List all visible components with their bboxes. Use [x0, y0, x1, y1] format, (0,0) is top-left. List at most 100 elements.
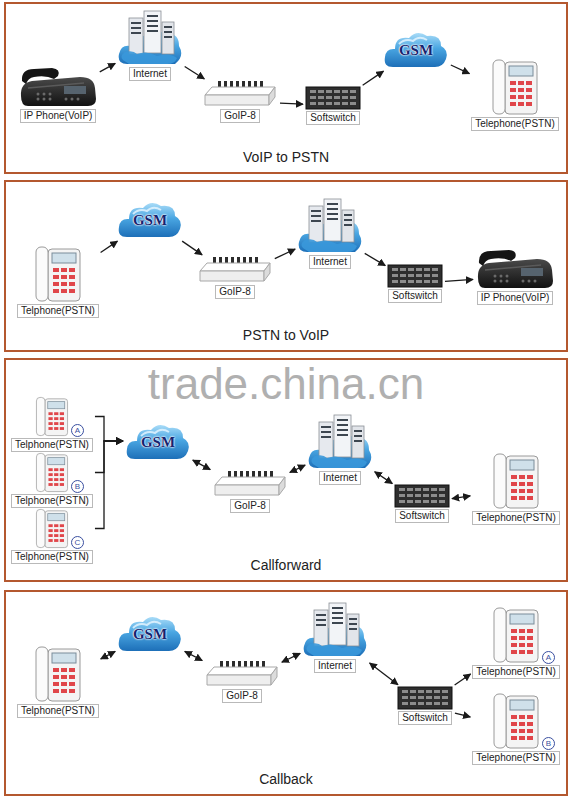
device-label: Telphone(PSTN) [11, 438, 93, 452]
network-device: GoIP-8 [204, 660, 280, 703]
signal-arrow [185, 651, 202, 660]
telephone-icon [35, 452, 69, 493]
scenario-caption: PSTN to VoIP [243, 327, 329, 344]
device-label: Internet [309, 255, 351, 269]
signal-arrow [193, 460, 210, 470]
gateway-icon [202, 80, 278, 108]
signal-arrow [365, 253, 386, 265]
internet-cloud-icon [302, 600, 368, 658]
network-device: Softswitch [305, 86, 361, 125]
device-label: IP Phone(VoIP) [477, 291, 554, 305]
watermark: trade.china.cn [0, 362, 572, 406]
softswitch-icon [394, 484, 450, 508]
signal-arrow [370, 663, 398, 685]
device-label: Internet [319, 471, 361, 485]
network-device: IP Phone(VoIP) [18, 66, 98, 123]
signal-arrow [452, 496, 470, 499]
network-device: GSM [117, 612, 183, 654]
device-label: Internet [314, 659, 356, 673]
network-device: Softswitch [387, 264, 443, 303]
network-device: Internet [307, 412, 373, 485]
internet-cloud-icon [297, 196, 363, 254]
device-label: Telphone(PSTN) [17, 704, 99, 718]
signal-arrow [375, 472, 393, 484]
callout-letter: C [71, 536, 84, 549]
caption-holder: PSTN to VoIP [6, 326, 566, 344]
device-label: Softswitch [398, 711, 452, 725]
device-label: Telephone(PSTN) [472, 751, 559, 765]
device-label: Telephone(PSTN) [472, 511, 559, 525]
signal-arrow [455, 674, 471, 685]
cloud-label: GSM [383, 41, 449, 59]
internet-cloud-icon [307, 412, 373, 470]
device-label: Telphone(PSTN) [11, 550, 93, 564]
softswitch-icon [387, 264, 443, 288]
network-device: Telephone(PSTN) [471, 58, 558, 131]
callout-letter: B [71, 480, 84, 493]
cloud-label: GSM [117, 211, 183, 229]
network-device: Telphone(PSTN) [17, 645, 99, 718]
telephone-icon [34, 245, 82, 303]
scenario-panel: PSTN to VoIP Telphone(PSTN) GSM GoIP-8 Inter… [4, 180, 568, 352]
signal-arrow [185, 66, 205, 78]
caption-holder: VoIP to PSTN [6, 148, 566, 166]
ip-phone-icon [475, 248, 555, 290]
scenario-panel: VoIP to PSTN IP Phone(VoIP) InternetGoIP-8… [4, 2, 568, 174]
signal-arrow [282, 653, 300, 662]
cloud-label: GSM [117, 625, 183, 643]
telephone-icon [35, 396, 69, 437]
signal-arrow [95, 441, 123, 529]
internet-cloud-icon [117, 8, 183, 66]
telephone-icon [34, 645, 82, 703]
signal-arrow [455, 713, 470, 717]
network-device: Internet [297, 196, 363, 269]
network-device: ATelphone(PSTN) [11, 396, 93, 452]
network-device: GoIP-8 [212, 470, 288, 513]
signal-arrow [100, 63, 115, 71]
device-label: Softswitch [395, 509, 449, 523]
telephone-icon [35, 508, 69, 549]
gateway-icon [212, 470, 288, 498]
device-label: GoIP-8 [222, 689, 262, 703]
network-device: GSM [125, 420, 191, 462]
network-device: Telephone(PSTN) [472, 452, 559, 525]
caption-holder: Callback [6, 770, 566, 788]
signal-arrow [275, 249, 295, 259]
callout-letter: A [71, 424, 84, 437]
device-label: GoIP-8 [230, 499, 270, 513]
cloud-label: GSM [125, 433, 191, 451]
network-device: Softswitch [394, 484, 450, 523]
signal-arrow [95, 441, 123, 473]
signal-arrow [445, 279, 473, 281]
network-device: Internet [117, 8, 183, 81]
network-device: Telphone(PSTN) [17, 245, 99, 318]
scenario-caption: Callforward [251, 557, 322, 574]
telephone-icon [492, 692, 540, 750]
telephone-icon [492, 606, 540, 664]
telephone-icon [491, 58, 539, 116]
device-label: Telphone(PSTN) [17, 304, 99, 318]
network-device: GSM [117, 198, 183, 240]
signal-arrow [290, 465, 305, 472]
gateway-icon [197, 256, 273, 284]
device-label: Softswitch [306, 111, 360, 125]
network-device: GSM [383, 28, 449, 70]
signal-arrow [451, 65, 470, 74]
network-device: Softswitch [397, 686, 453, 725]
device-label: Telphone(PSTN) [11, 494, 93, 508]
network-device: BTelephone(PSTN) [472, 692, 559, 765]
device-label: GoIP-8 [220, 109, 260, 123]
network-device: Internet [302, 600, 368, 673]
ip-phone-icon [18, 66, 98, 108]
device-label: Softswitch [388, 289, 442, 303]
device-label: GoIP-8 [215, 285, 255, 299]
signal-arrow [182, 241, 202, 255]
network-device: BTelphone(PSTN) [11, 452, 93, 508]
signal-arrow [95, 417, 123, 442]
device-label: Telephone(PSTN) [471, 117, 558, 131]
scenario-panel: Callback Telphone(PSTN) GSM GoIP-8 InternetS… [4, 590, 568, 796]
signal-arrow [280, 103, 303, 105]
callout-letter: A [542, 651, 555, 664]
signal-arrow [363, 71, 384, 85]
